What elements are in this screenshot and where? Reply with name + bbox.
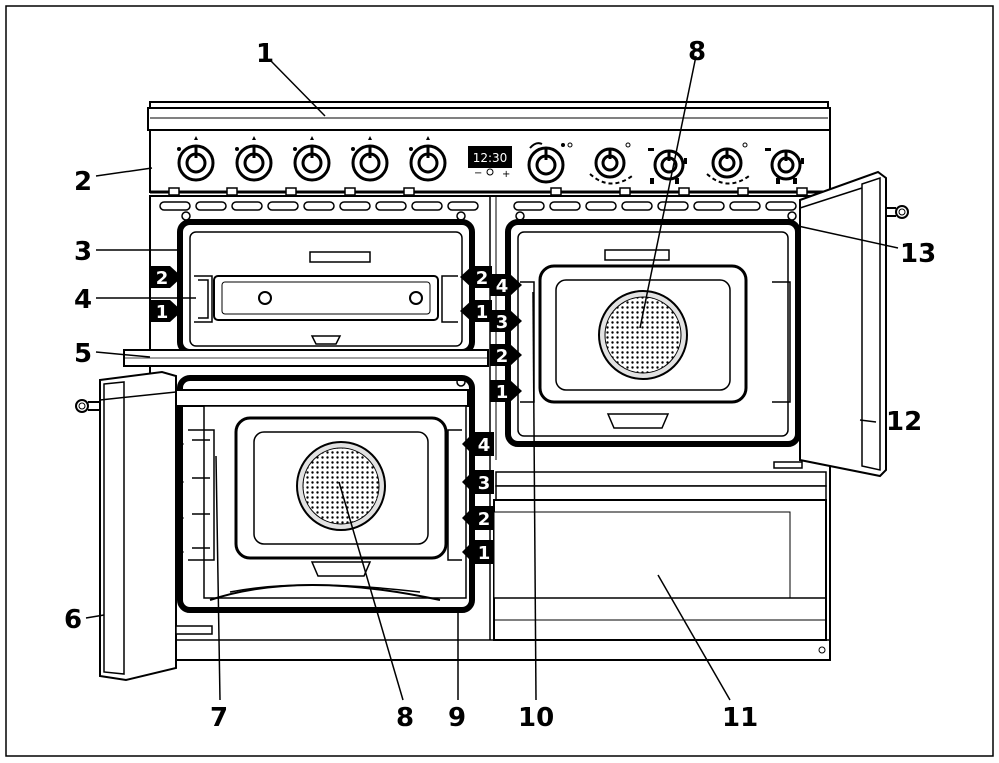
clock-display[interactable]: 12:30 − + [468,146,512,180]
callout-8-right: 8 [688,37,706,67]
svg-text:1: 1 [156,302,169,323]
svg-text:2: 2 [156,268,169,289]
callout-9: 9 [448,703,466,733]
svg-text:2: 2 [496,346,509,367]
knob-4[interactable] [351,136,389,182]
callout-11: 11 [722,703,758,733]
clock-minus[interactable]: − [474,168,482,179]
vent-slots-right [513,201,797,211]
left-lower-oven-cavity [175,375,475,613]
tag-lower-right-2: 2 [462,506,494,530]
callout-10: 10 [518,703,554,733]
left-lower-rails [188,429,462,561]
knob-function-left[interactable] [527,142,573,184]
knob-temperature-left[interactable] [589,142,633,185]
vent-slots-left [159,201,479,211]
svg-text:2: 2 [476,268,489,289]
callout-5: 5 [74,339,92,369]
callout-7: 7 [210,703,228,733]
storage-compartment[interactable] [493,471,827,641]
tag-upper-right-2: 2 [460,266,492,289]
tag-upper-right-1: 1 [460,300,492,323]
svg-text:3: 3 [478,473,491,494]
svg-text:2: 2 [478,509,491,530]
left-upper-oven-cavity [177,211,475,355]
svg-text:1: 1 [476,302,489,323]
tag-upper-left-1: 1 [150,300,182,323]
knob-1[interactable] [177,136,215,182]
tray [123,349,489,367]
knob-5[interactable] [409,136,447,182]
callout-8-left: 8 [396,703,414,733]
knob-grill[interactable] [765,148,804,184]
panel-indicators [168,187,808,196]
knob-2[interactable] [235,136,273,182]
knob-temperature-right[interactable] [706,142,750,185]
svg-text:1: 1 [496,382,509,403]
tag-right-inner-3: 3 [490,310,522,333]
clock-time: 12:30 [473,151,508,165]
tag-lower-right-3: 3 [462,470,494,494]
callout-1: 1 [256,39,274,69]
callout-3: 3 [74,237,92,267]
tag-right-inner-4: 4 [490,274,522,297]
svg-text:3: 3 [496,312,509,333]
top-hob-edge [147,101,831,131]
leader-lines [85,55,899,701]
callout-12: 12 [886,407,922,437]
tag-lower-right-1: 1 [462,540,494,564]
clock-plus[interactable]: + [502,169,510,180]
svg-text:1: 1 [478,543,491,564]
tag-right-inner-2: 2 [490,344,522,367]
knob-3[interactable] [293,136,331,182]
callout-4: 4 [74,285,92,315]
svg-text:4: 4 [496,276,509,297]
tag-upper-left-2: 2 [150,266,182,289]
tag-right-inner-1: 1 [490,380,522,403]
left-oven-door[interactable] [75,370,213,682]
left-upper-rails [194,275,458,323]
callout-13: 13 [900,239,936,269]
callout-2: 2 [74,167,92,197]
figure-border [5,5,994,757]
right-oven-cavity [505,211,801,447]
callout-6: 6 [64,605,82,635]
right-oven-door[interactable] [773,170,909,478]
svg-text:4: 4 [478,435,491,456]
tag-lower-right-4: 4 [462,432,494,456]
